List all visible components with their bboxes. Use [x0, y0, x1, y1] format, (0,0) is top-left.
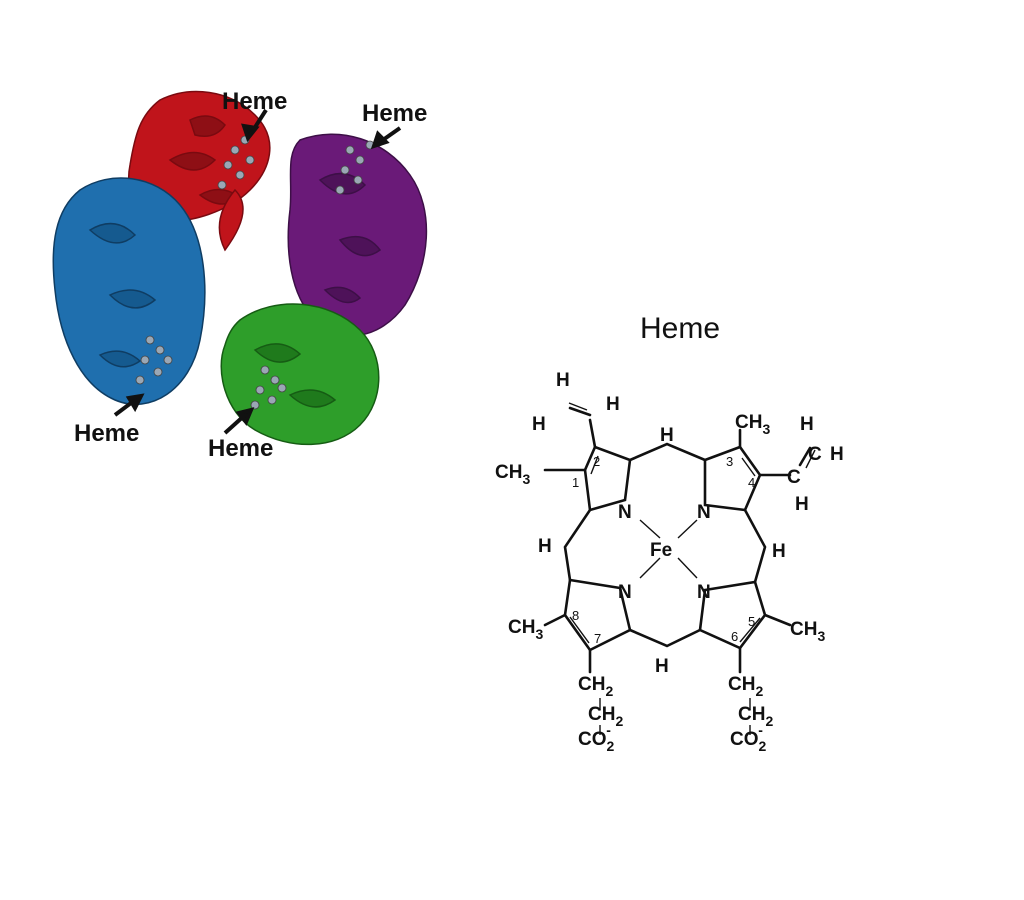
- position-6: 6: [731, 629, 738, 644]
- meso-h-top: H: [660, 425, 674, 446]
- position-8: 8: [572, 608, 579, 623]
- vinyl-4-carbon: C: [808, 444, 822, 465]
- heme-structural-formula: Fe N N N N H H H H CH3 CH3 CH3 CH3 H H H…: [495, 370, 844, 754]
- vinyl-2-h-right: H: [606, 394, 620, 415]
- bonds: [543, 402, 816, 735]
- propionate-7-carboxylate: CO2-: [578, 722, 615, 754]
- vinyl-2-h-left: H: [532, 414, 546, 435]
- heme-callout-bottom: Heme: [208, 435, 274, 462]
- blue-subunit: [52, 177, 206, 405]
- heme-molecule-purple: [335, 140, 375, 195]
- propionate-7-ch2-a: CH2: [578, 674, 613, 699]
- nitrogen-1: N: [618, 502, 632, 523]
- vinyl-4-carbon-alpha: C: [787, 467, 801, 488]
- position-1: 1: [572, 475, 579, 490]
- heme-molecule-green: [250, 365, 287, 410]
- vinyl-4-h-right: H: [830, 444, 844, 465]
- meso-h-left: H: [538, 536, 552, 557]
- position-4: 4: [748, 475, 755, 490]
- nitrogen-2: N: [697, 502, 711, 523]
- methyl-5: CH3: [790, 619, 825, 644]
- propionate-6-ch2-a: CH2: [728, 674, 763, 699]
- position-5: 5: [748, 614, 755, 629]
- propionate-7-ch2-b: CH2: [588, 704, 623, 729]
- methyl-1: CH3: [495, 462, 530, 487]
- hemoglobin-ribbon-illustration: [52, 90, 428, 446]
- methyl-3: CH3: [735, 412, 770, 437]
- position-2: 2: [593, 454, 600, 469]
- iron-atom: Fe: [650, 540, 672, 561]
- meso-h-right: H: [772, 541, 786, 562]
- nitrogen-4: N: [697, 582, 711, 603]
- vinyl-4-h-bottom: H: [795, 494, 809, 515]
- red-subunit: [128, 90, 271, 252]
- methyl-8: CH3: [508, 617, 543, 642]
- vinyl-2-h-top: H: [556, 370, 570, 391]
- heme-callout-top: Heme: [222, 88, 288, 115]
- position-7: 7: [594, 631, 601, 646]
- green-subunit: [220, 303, 380, 446]
- vinyl-4-h-top: H: [800, 414, 814, 435]
- heme-callout-right: Heme: [362, 100, 428, 127]
- position-3: 3: [726, 454, 733, 469]
- structure-title: Heme: [640, 312, 721, 345]
- meso-h-bottom: H: [655, 656, 669, 677]
- nitrogen-3: N: [618, 582, 632, 603]
- propionate-6-carboxylate: CO2-: [730, 722, 767, 754]
- purple-subunit: [287, 133, 428, 337]
- callout-arrows: [113, 108, 402, 435]
- propionate-6-ch2-b: CH2: [738, 704, 773, 729]
- heme-callout-left: Heme: [74, 420, 140, 447]
- heme-molecule-blue: [135, 335, 173, 385]
